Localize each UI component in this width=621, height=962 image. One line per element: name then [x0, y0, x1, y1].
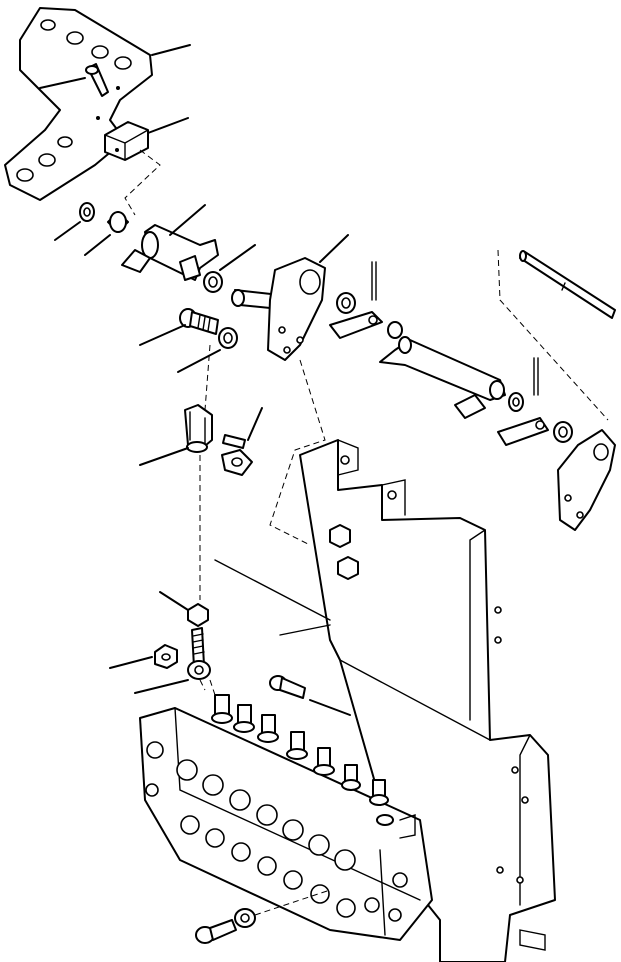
rod-arm-plate [231, 257, 326, 546]
pedal-bracket [104, 121, 161, 216]
cotter-pin-1 [371, 261, 377, 301]
linkage-link-1 [329, 311, 383, 339]
clevis-washer [218, 327, 238, 349]
pedal-screw [85, 63, 109, 97]
bushing-left [107, 211, 129, 233]
valve-mount-washer [234, 908, 256, 928]
right-arm-plate [557, 429, 616, 531]
cotter-pin-2 [533, 357, 539, 396]
linkage-link-2 [497, 417, 549, 446]
mounting-frame [214, 439, 556, 962]
valve-bolt [269, 675, 306, 699]
linkage-rod [519, 250, 616, 319]
rod-end [187, 627, 211, 680]
jam-nut [154, 644, 178, 669]
clevis-bolt [179, 308, 219, 335]
linkage-washer-2 [387, 321, 403, 339]
rod-nut [187, 603, 209, 627]
control-valve [139, 679, 433, 941]
valve-mount-bolt [195, 919, 237, 944]
clevis-yoke [184, 404, 213, 453]
linkage-washer-4 [553, 421, 573, 443]
linkage-washer-3 [508, 392, 524, 412]
callout-leaders [39, 44, 351, 716]
clip-pin [221, 434, 253, 476]
pivot-lever [121, 224, 219, 281]
frame-nuts [329, 524, 359, 580]
linkage-rod-arm [379, 336, 506, 419]
bushing-mid [203, 271, 223, 293]
washer-left [79, 202, 95, 222]
linkage-washer-1 [336, 292, 356, 314]
foot-pedal-plate [4, 7, 153, 201]
